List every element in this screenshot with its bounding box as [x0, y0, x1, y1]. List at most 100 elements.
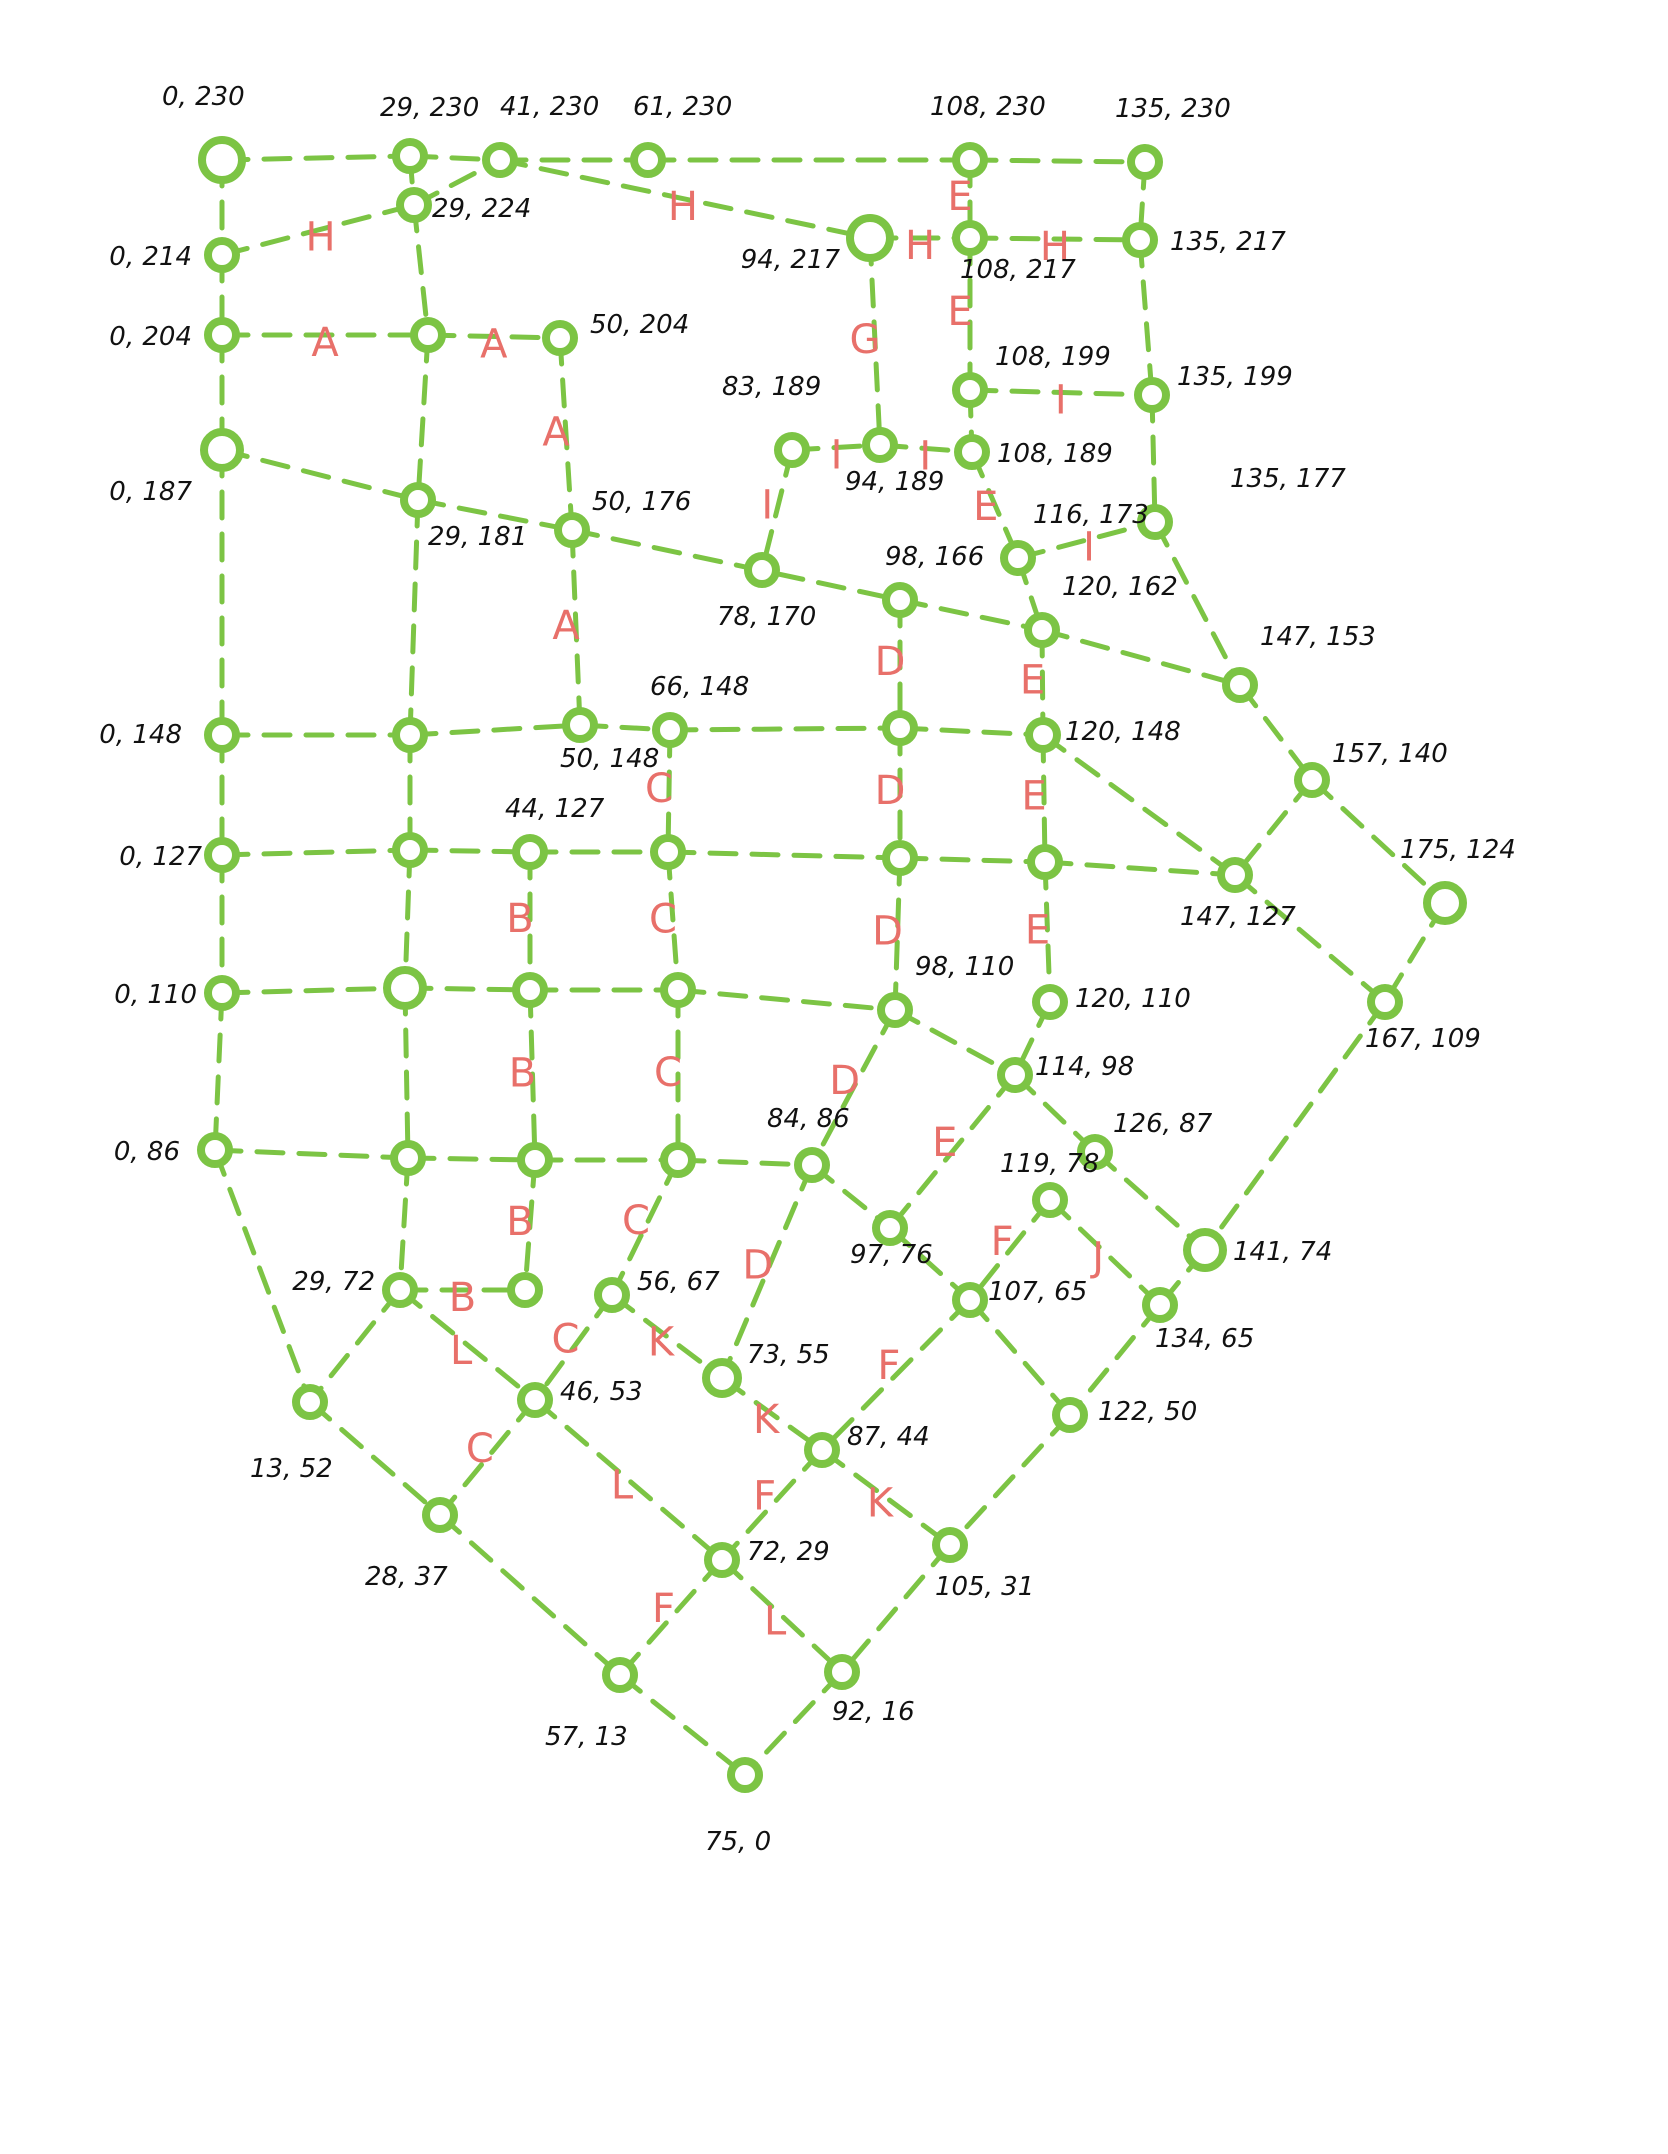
edge-n0_86-n29_86 — [212, 1147, 411, 1161]
edge-n13_52-n28_37 — [307, 1399, 443, 1518]
node-n94_217 — [846, 214, 894, 262]
edge-n120_148-n120_127 — [1040, 732, 1048, 865]
edge-n87_44-n72_29 — [719, 1447, 825, 1563]
node-label: 147, 153 — [1260, 622, 1376, 652]
node-label: 50, 176 — [592, 487, 691, 517]
node-n29_72 — [382, 1272, 418, 1308]
edge-label: L — [450, 1328, 473, 1374]
nodes-layer — [197, 136, 1467, 1793]
edge-n29_72-n46_53 — [397, 1287, 538, 1403]
node-n29_148 — [392, 717, 428, 753]
edge-label: A — [480, 321, 508, 367]
node-label: 108, 189 — [997, 439, 1113, 469]
edge-n83_189-n78_170 — [759, 447, 795, 573]
edge-label: D — [875, 768, 906, 814]
edge-label: K — [648, 1319, 676, 1365]
edge-n84_86-n73_55 — [719, 1162, 815, 1381]
node-n28_37 — [422, 1497, 458, 1533]
node-label: 135, 199 — [1177, 362, 1293, 392]
node-label: 167, 109 — [1365, 1024, 1481, 1054]
node-n13_52 — [292, 1384, 328, 1420]
node-label: 94, 189 — [845, 467, 944, 497]
edges-layer — [212, 153, 1448, 1778]
edge-label: E — [1021, 774, 1046, 820]
node-n120_148 — [1025, 717, 1061, 753]
edge-n120_127-n120_110 — [1042, 859, 1053, 1005]
edge-n0_110-n0_86 — [212, 990, 225, 1153]
node-label: 29, 224 — [432, 194, 531, 224]
node-n108_199 — [952, 372, 988, 408]
node-n0_187 — [200, 428, 244, 472]
node-n126_87 — [1077, 1134, 1113, 1170]
node-label: 50, 148 — [560, 744, 659, 774]
edge-label: I — [1055, 377, 1067, 423]
edge-n108_230-n135_230 — [967, 157, 1148, 165]
node-n97_76 — [872, 1210, 908, 1246]
node-n29_110 — [383, 966, 427, 1010]
node-label: 87, 44 — [847, 1422, 930, 1452]
edge-n56_67-n73_55 — [609, 1292, 725, 1381]
edge-n29_110-n29_86 — [402, 985, 411, 1161]
node-n0_110 — [204, 975, 240, 1011]
edge-n98_127-n98_110 — [892, 855, 903, 1013]
node-label: 147, 127 — [1180, 902, 1296, 932]
node-n120_110 — [1032, 984, 1068, 1020]
edge-label: C — [622, 1198, 650, 1244]
node-label: 0, 110 — [114, 980, 197, 1010]
node-n147_153 — [1222, 667, 1258, 703]
edge-n157_140-n175_124 — [1309, 777, 1448, 906]
node-n50_204 — [542, 320, 578, 356]
edge-label: D — [872, 909, 903, 955]
edge-n66_127-n66_110 — [665, 849, 681, 993]
node-label: 98, 166 — [885, 542, 984, 572]
node-n108_189 — [954, 434, 990, 470]
node-n87_44 — [804, 1432, 840, 1468]
edge-label: B — [449, 1275, 476, 1321]
edge-n29_127-n29_110 — [402, 847, 413, 991]
edge-n66_148-n98_148 — [667, 725, 903, 733]
edge-label: H — [1040, 224, 1070, 270]
edge-label: F — [652, 1586, 675, 1632]
edge-n66_110-n98_110 — [675, 987, 898, 1013]
node-n75_0 — [727, 1757, 763, 1793]
node-n0_148 — [204, 717, 240, 753]
node-label: 0, 187 — [109, 477, 192, 507]
node-label: 41, 230 — [500, 92, 599, 122]
edge-n56_67-n46_53 — [532, 1292, 615, 1403]
node-n73_55 — [702, 1358, 742, 1398]
node-label: 13, 52 — [250, 1454, 333, 1484]
node-n50_148 — [562, 707, 598, 743]
node-n98_110 — [877, 992, 913, 1028]
edge-n122_50-n105_31 — [947, 1412, 1073, 1548]
node-label: 75, 0 — [705, 1827, 771, 1857]
edge-n135_217-n135_199 — [1137, 237, 1155, 398]
edge-n29_86-n44_86 — [405, 1155, 538, 1163]
node-n135_177 — [1137, 504, 1173, 540]
node-label: 120, 162 — [1062, 572, 1178, 602]
edge-label: K — [753, 1397, 781, 1443]
node-label: 57, 13 — [545, 1722, 628, 1752]
node-n0_86 — [197, 1132, 233, 1168]
edge-n126_87-n141_74 — [1092, 1149, 1208, 1253]
edge-n29_181-n29_148 — [407, 497, 421, 738]
edge-n114_98-n97_76 — [887, 1072, 1018, 1231]
edge-label: I — [831, 432, 843, 478]
edge-n98_110-n114_98 — [892, 1007, 1018, 1078]
edge-n0_86-n13_52 — [212, 1147, 313, 1405]
node-n114_98 — [997, 1057, 1033, 1093]
edge-n135_177-n147_153 — [1152, 519, 1243, 688]
edge-label: D — [742, 1243, 773, 1289]
edge-n120_162-n147_153 — [1039, 627, 1243, 688]
node-n135_199 — [1134, 377, 1170, 413]
node-label: 116, 173 — [1033, 500, 1149, 530]
node-n66_110 — [660, 972, 696, 1008]
edge-n120_148-n147_127 — [1040, 732, 1238, 878]
edge-n157_140-n147_127 — [1232, 777, 1315, 878]
edge-label: E — [947, 174, 972, 220]
edge-n107_65-n122_50 — [967, 1297, 1073, 1418]
edge-n108_199-n135_199 — [967, 387, 1155, 398]
node-n29_230 — [392, 138, 428, 174]
node-n92_16 — [824, 1654, 860, 1690]
edge-n98_166-n120_162 — [897, 597, 1045, 633]
